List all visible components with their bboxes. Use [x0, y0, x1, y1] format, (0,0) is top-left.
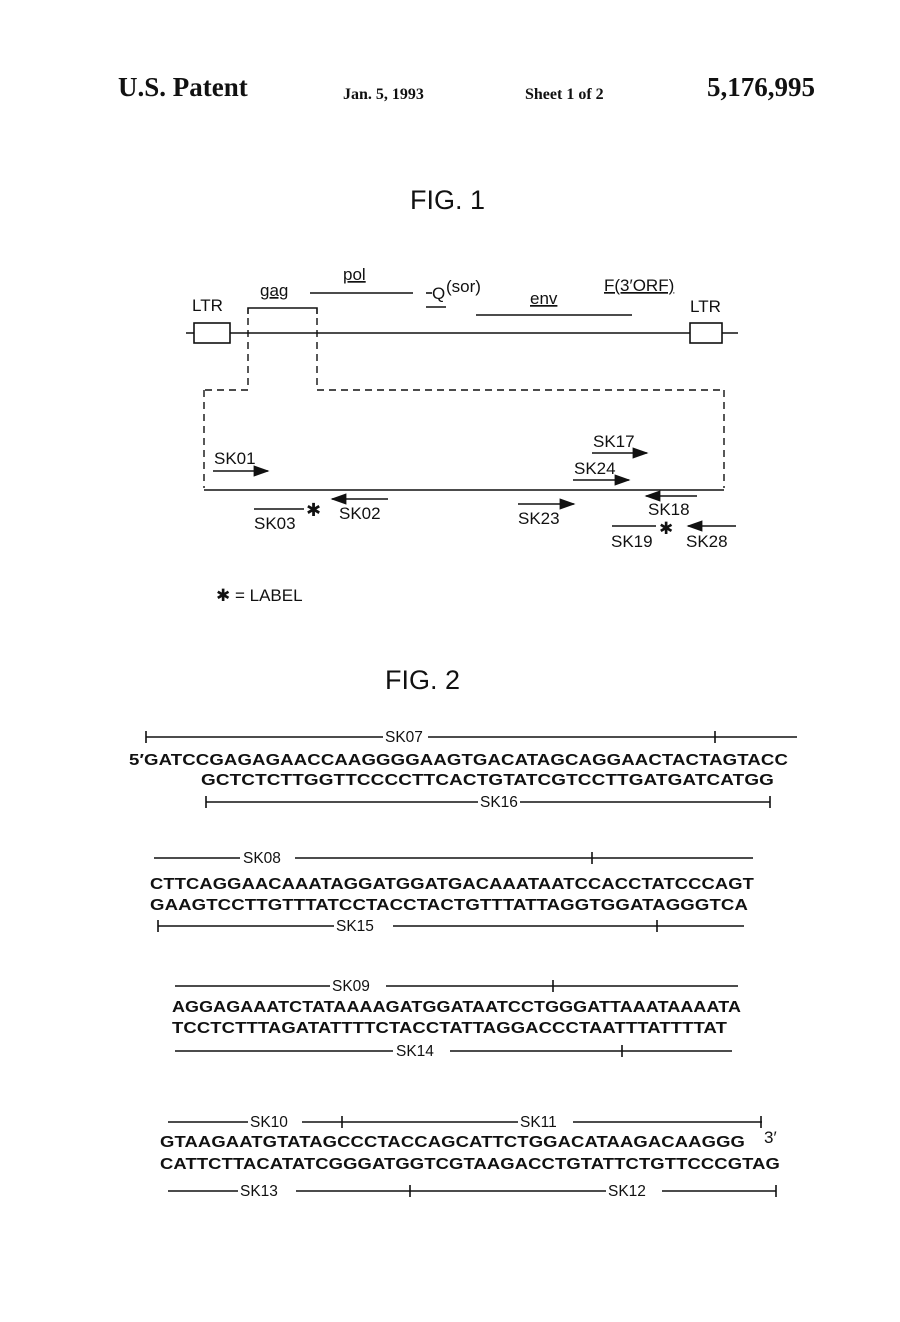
block1-sequence-top: 5′GATCCGAGAGAACCAAGGGGAAGTGACATAGCAGGAAC…: [129, 752, 788, 769]
block2-sequence-bottom: GAAGTCCTTGTTTATCCTACCTACTGTTTATTAGGTGGAT…: [150, 897, 748, 914]
fig2-title: FIG. 2: [385, 665, 460, 695]
gag-label: gag: [260, 281, 288, 300]
sk11-label: SK11: [520, 1114, 557, 1131]
primer-sk02-label: SK02: [339, 504, 381, 523]
patent-date: Jan. 5, 1993: [343, 86, 424, 103]
sheet-number: Sheet 1 of 2: [525, 86, 604, 103]
env-label: env: [530, 289, 558, 308]
ltr-right-label: LTR: [690, 297, 721, 316]
three-prime-label: 3′: [764, 1128, 777, 1147]
block3-sequence-top: AGGAGAAATCTATAAAAGATGGATAATCCTGGGATTAAAT…: [172, 999, 741, 1016]
patent-number: 5,176,995: [707, 72, 815, 102]
sk15-label: SK15: [336, 918, 374, 935]
sor-label: (sor): [446, 277, 481, 296]
figure-2: FIG. 2 SK07 5′GATCCGAGAGAACCAAGGGGAAGTGA…: [129, 665, 797, 1200]
sk13-label: SK13: [240, 1183, 278, 1200]
sk10-label: SK10: [250, 1114, 288, 1131]
gag-bracket: [247, 307, 318, 314]
fig1-title: FIG. 1: [410, 185, 485, 215]
legend-label: ✱ = LABEL: [216, 586, 303, 605]
block3-sequence-bottom: TCCTCTTTAGATATTTTCTACCTATTAGGACCCTAATTTA…: [172, 1020, 727, 1037]
primer-sk01-label: SK01: [214, 449, 256, 468]
sk07-label: SK07: [385, 729, 423, 746]
block4-sequence-bottom: CATTCTTACATATCGGGATGGTCGTAAGACCTGTATTCTG…: [160, 1156, 780, 1173]
ltr-left-box: [193, 322, 231, 344]
f-orf-label: F(3′ORF): [604, 276, 674, 295]
ltr-left-label: LTR: [192, 296, 223, 315]
primer-sk19-label: SK19: [611, 532, 653, 551]
primer-sk18-label: SK18: [648, 500, 690, 519]
sk09-label: SK09: [332, 978, 370, 995]
primer-sk24-label: SK24: [574, 459, 616, 478]
primer-sk03-label: SK03: [254, 514, 296, 533]
label-star-sk03: ✱: [306, 500, 321, 520]
block2-sequence-top: CTTCAGGAACAAATAGGATGGATGACAAATAATCCACCTA…: [150, 876, 755, 893]
block4-sequence-top: GTAAGAATGTATAGCCCTACCAGCATTCTGGACATAAGAC…: [160, 1134, 745, 1151]
patent-title: U.S. Patent: [118, 72, 248, 102]
label-star-sk19: ✱: [659, 519, 673, 538]
primer-sk17-label: SK17: [593, 432, 635, 451]
figure-1: FIG. 1 LTR gag pol Q (sor) env F(3′ORF) …: [186, 185, 738, 605]
sk08-label: SK08: [243, 850, 281, 867]
block1-sequence-bottom: GCTCTCTTGGTTCCCCTTCACTGTATCGTCCTTGATGATC…: [201, 772, 774, 789]
q-label: Q: [432, 284, 445, 303]
primer-sk23-label: SK23: [518, 509, 560, 528]
ltr-right-box: [689, 322, 723, 344]
sk16-label: SK16: [480, 794, 518, 811]
sk12-label: SK12: [608, 1183, 646, 1200]
sk14-label: SK14: [396, 1043, 434, 1060]
primer-sk28-label: SK28: [686, 532, 728, 551]
pol-label: pol: [343, 265, 366, 284]
